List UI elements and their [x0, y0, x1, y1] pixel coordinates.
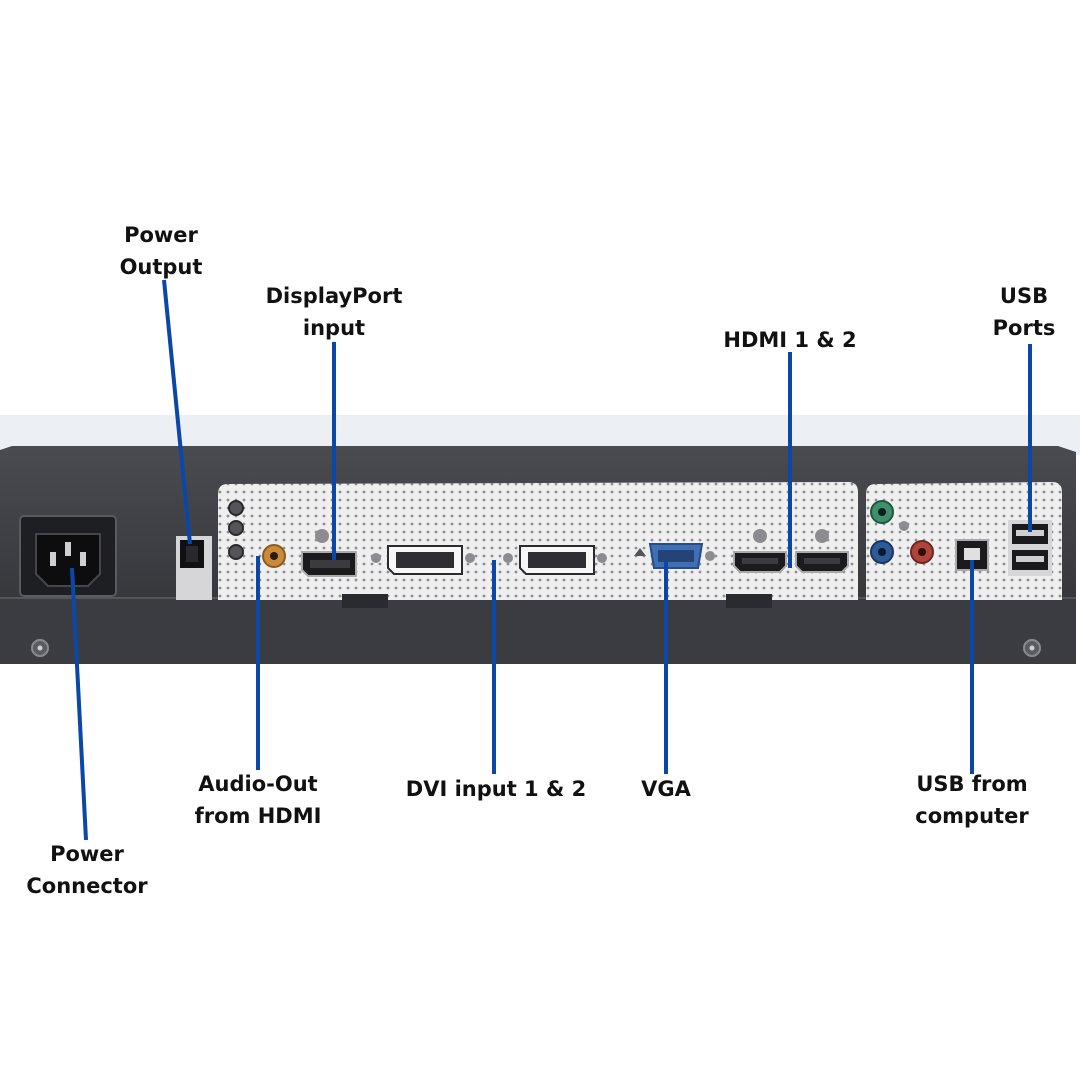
label-displayport-line1: DisplayPort: [265, 284, 403, 308]
leader-power-output: [162, 279, 192, 545]
label-hdmi-line1: HDMI 1 & 2: [723, 328, 857, 352]
up-arrow-icon: [634, 548, 646, 556]
label-usb-ports-line1: USB: [999, 284, 1049, 308]
label-usb-from-computer: USB from computer: [900, 768, 1044, 832]
hdmi-port-1: [733, 529, 787, 573]
displayport-port: [301, 529, 357, 577]
label-vga: VGA: [620, 773, 712, 805]
leader-lines: [70, 279, 1032, 841]
label-power-output: Power Output: [96, 219, 226, 283]
label-usb-ports-line2: Ports: [992, 316, 1056, 340]
label-dvi-input: DVI input 1 & 2: [398, 773, 594, 805]
dvi-port-2: [503, 545, 607, 575]
service-jacks: [228, 500, 244, 560]
label-power-connector-line1: Power: [50, 842, 124, 866]
label-power-output-line1: Power: [124, 223, 198, 247]
label-usb-ports: USB Ports: [972, 280, 1076, 344]
audio-out-jack: [262, 544, 286, 568]
label-power-output-line2: Output: [119, 255, 203, 279]
label-dvi-line1: DVI input 1 & 2: [405, 777, 587, 801]
label-hdmi: HDMI 1 & 2: [712, 324, 868, 356]
power-connector-port: [19, 515, 117, 597]
label-audio-out-line2: from HDMI: [194, 804, 322, 828]
label-displayport-input: DisplayPort input: [246, 280, 422, 344]
label-displayport-line2: input: [302, 316, 366, 340]
audio-jacks: [870, 500, 934, 564]
label-usb-computer-line1: USB from: [916, 772, 1028, 796]
usb-downstream-ports: [1008, 520, 1052, 576]
io-panel-main: [218, 482, 858, 608]
leader-power-connector: [70, 567, 88, 841]
power-output-port: [176, 536, 212, 600]
label-usb-computer-line2: computer: [915, 804, 1029, 828]
label-audio-out-line1: Audio-Out: [198, 772, 318, 796]
hdmi-port-2: [795, 529, 849, 573]
label-power-connector: Power Connector: [14, 838, 160, 902]
vga-port: [648, 543, 715, 569]
label-vga-line1: VGA: [641, 777, 691, 801]
label-audio-out: Audio-Out from HDMI: [178, 768, 338, 832]
dvi-port-1: [371, 545, 475, 575]
label-power-connector-line2: Connector: [26, 874, 148, 898]
